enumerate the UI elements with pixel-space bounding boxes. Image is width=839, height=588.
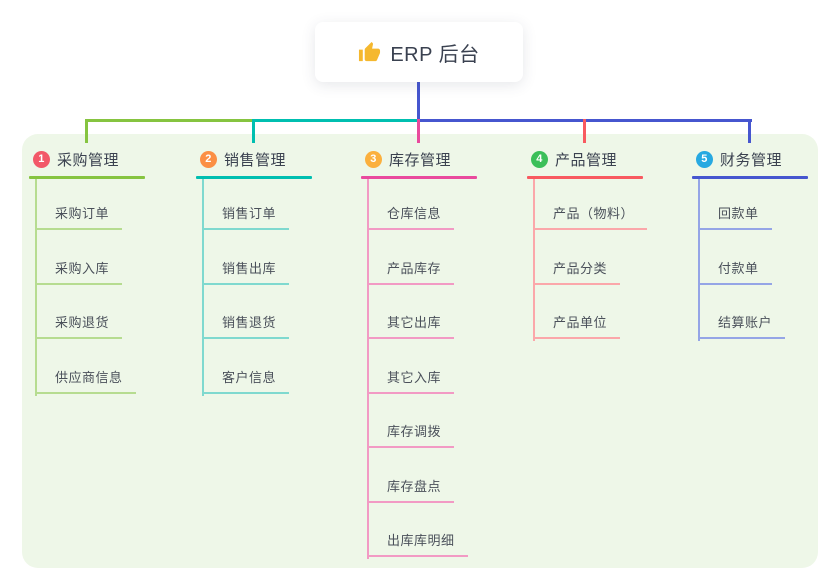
child-node-2-4[interactable]: 客户信息 xyxy=(202,369,290,394)
branch-node-1[interactable]: 1 采购管理 xyxy=(33,149,119,169)
root-node-erp[interactable]: ERP 后台 xyxy=(315,22,523,82)
branch-number-badge: 5 xyxy=(696,150,713,168)
children-connector-2 xyxy=(202,179,204,396)
branch-drop-connector-3 xyxy=(417,119,420,143)
branch-number-badge: 4 xyxy=(531,150,548,168)
branch-drop-connector-5 xyxy=(748,119,751,143)
child-node-5-3[interactable]: 结算账户 xyxy=(698,314,786,339)
child-node-4-1[interactable]: 产品（物料） xyxy=(533,205,648,230)
children-connector-3 xyxy=(367,179,369,559)
branches-panel xyxy=(22,134,818,568)
root-connector xyxy=(417,80,420,122)
branch-number-badge: 2 xyxy=(200,150,217,168)
children-connector-5 xyxy=(698,179,700,341)
child-node-3-3[interactable]: 其它出库 xyxy=(367,314,455,339)
child-node-3-7[interactable]: 出库库明细 xyxy=(367,532,468,557)
branch-underline-2 xyxy=(196,176,312,179)
branch-underline-1 xyxy=(29,176,145,179)
child-node-4-3[interactable]: 产品单位 xyxy=(533,314,621,339)
top-connector-segment-1 xyxy=(85,119,254,122)
child-node-3-1[interactable]: 仓库信息 xyxy=(367,205,455,230)
child-node-2-2[interactable]: 销售出库 xyxy=(202,260,290,285)
branch-label-text: 采购管理 xyxy=(57,151,120,169)
branch-underline-5 xyxy=(692,176,808,179)
child-node-5-1[interactable]: 回款单 xyxy=(698,205,772,230)
child-node-2-1[interactable]: 销售订单 xyxy=(202,205,290,230)
branch-label-text: 财务管理 xyxy=(720,151,783,169)
branch-node-4[interactable]: 4 产品管理 xyxy=(531,149,617,169)
top-connector-segment-2 xyxy=(252,119,419,122)
thumbs-up-icon xyxy=(359,41,381,61)
root-title: ERP 后台 xyxy=(390,43,480,66)
child-node-3-2[interactable]: 产品库存 xyxy=(367,260,455,285)
child-node-5-2[interactable]: 付款单 xyxy=(698,260,772,285)
branch-drop-connector-4 xyxy=(583,119,586,143)
children-connector-1 xyxy=(35,179,37,396)
branch-node-3[interactable]: 3 库存管理 xyxy=(365,149,451,169)
child-node-3-5[interactable]: 库存调拨 xyxy=(367,423,455,448)
branch-drop-connector-1 xyxy=(85,119,88,143)
child-node-3-4[interactable]: 其它入库 xyxy=(367,369,455,394)
child-node-4-2[interactable]: 产品分类 xyxy=(533,260,621,285)
branch-drop-connector-2 xyxy=(252,119,255,143)
child-node-1-2[interactable]: 采购入库 xyxy=(35,260,123,285)
child-node-1-4[interactable]: 供应商信息 xyxy=(35,369,136,394)
branch-node-5[interactable]: 5 财务管理 xyxy=(696,149,782,169)
branch-node-2[interactable]: 2 销售管理 xyxy=(200,149,286,169)
branch-underline-3 xyxy=(361,176,477,179)
child-node-1-3[interactable]: 采购退货 xyxy=(35,314,123,339)
children-connector-4 xyxy=(533,179,535,341)
branch-label-text: 销售管理 xyxy=(224,151,287,169)
child-node-2-3[interactable]: 销售退货 xyxy=(202,314,290,339)
branch-number-badge: 1 xyxy=(33,150,50,168)
branch-underline-4 xyxy=(527,176,643,179)
child-node-3-6[interactable]: 库存盘点 xyxy=(367,478,455,503)
child-node-1-1[interactable]: 采购订单 xyxy=(35,205,123,230)
branch-label-text: 库存管理 xyxy=(389,151,452,169)
branch-label-text: 产品管理 xyxy=(555,151,618,169)
branch-number-badge: 3 xyxy=(365,150,382,168)
